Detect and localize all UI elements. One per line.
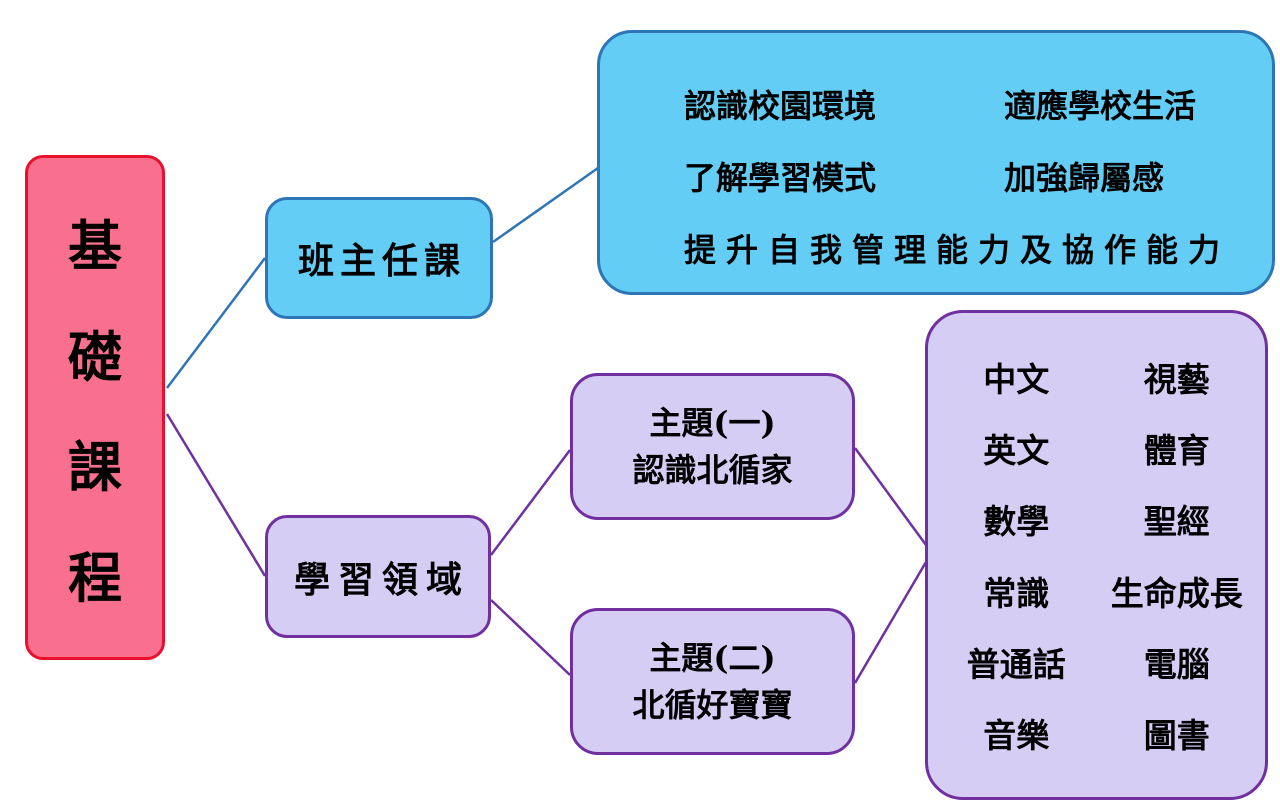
connector-class-teacher-goals <box>492 166 599 244</box>
subject-life-growth: 生命成長 <box>1110 573 1243 613</box>
class-teacher-goals-node: 認識校園環境 適應學校生活 了解學習模式 加強歸屬感 提升自我管理能力及協作能力 <box>597 30 1275 295</box>
theme1-subtitle: 認識北循家 <box>632 450 793 489</box>
subject-library: 圖書 <box>1143 716 1210 756</box>
connector-theme1-subjects <box>853 447 928 546</box>
theme2-node: 主題(二) 北循好寶寶 <box>570 608 855 755</box>
theme2-title: 主題(二) <box>649 639 776 678</box>
subject-math: 數學 <box>983 502 1050 542</box>
subject-computer: 電腦 <box>1143 644 1210 684</box>
goal-know-campus: 認識校園環境 <box>684 87 877 125</box>
root-char: 程 <box>68 546 122 611</box>
subjects-column-1: 中文 英文 數學 常識 普通話 音樂 <box>936 341 1097 769</box>
subject-putonghua: 普通話 <box>966 644 1066 684</box>
subjects-node: 中文 英文 數學 常識 普通話 音樂 視藝 體育 聖經 生命成長 電腦 圖書 <box>925 310 1268 800</box>
subject-english: 英文 <box>983 430 1050 470</box>
learning-domain-node: 學習領域 <box>265 515 491 638</box>
root-char: 礎 <box>68 324 122 389</box>
theme1-title: 主題(一) <box>649 404 776 443</box>
connector-learning-domain-theme2 <box>490 599 571 676</box>
connector-root-learning-domain <box>165 413 267 577</box>
goal-self-management-collaboration: 提升自我管理能力及協作能力 <box>684 231 1231 269</box>
theme2-subtitle: 北循好寶寶 <box>632 685 793 724</box>
subject-chinese: 中文 <box>983 359 1050 399</box>
subject-bible: 聖經 <box>1143 502 1210 542</box>
subject-music: 音樂 <box>983 716 1050 756</box>
learning-domain-label: 學習領域 <box>293 558 470 601</box>
connector-learning-domain-theme1 <box>490 449 571 556</box>
connector-root-class-teacher <box>166 257 266 389</box>
goal-understand-learning-mode: 了解學習模式 <box>684 159 877 197</box>
subject-visual-arts: 視藝 <box>1143 359 1210 399</box>
subject-general-studies: 常識 <box>983 573 1050 613</box>
root-node-basic-curriculum: 基 礎 課 程 <box>25 155 165 660</box>
root-char: 基 <box>68 213 122 278</box>
connector-theme2-subjects <box>853 561 928 684</box>
class-teacher-label: 班主任課 <box>297 240 466 282</box>
goal-strengthen-belonging: 加強歸屬感 <box>1004 159 1165 197</box>
subject-pe: 體育 <box>1143 430 1210 470</box>
root-char: 課 <box>68 435 122 500</box>
class-teacher-node: 班主任課 <box>265 197 493 319</box>
subjects-column-2: 視藝 體育 聖經 生命成長 電腦 圖書 <box>1097 341 1258 769</box>
theme1-node: 主題(一) 認識北循家 <box>570 373 855 520</box>
goal-adapt-school-life: 適應學校生活 <box>1004 87 1197 125</box>
